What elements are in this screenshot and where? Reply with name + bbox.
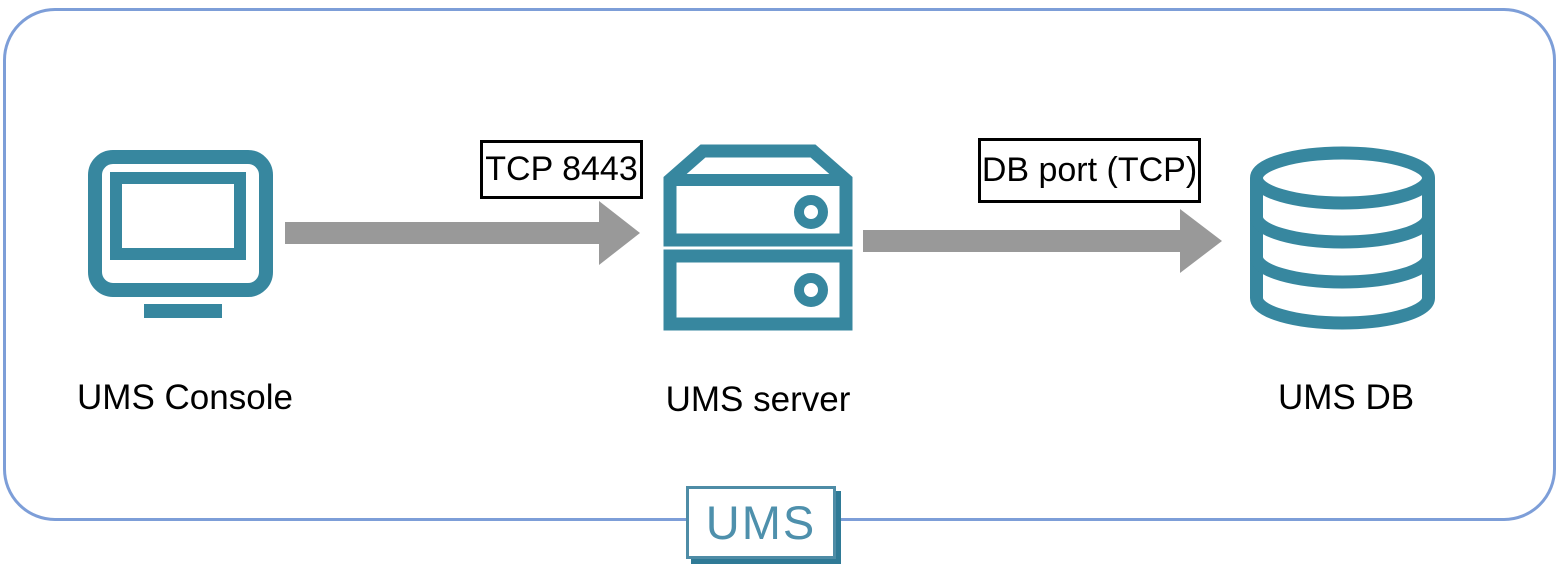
arrow-right-icon [285,200,641,266]
node-label-ums-server: UMS server [665,380,851,419]
monitor-icon [88,150,273,318]
server-icon [663,142,853,332]
arrow-right-icon [863,209,1223,273]
connection-label-tcp-8443: TCP 8443 [480,140,643,199]
connection-label-db-port: DB port (TCP) [978,138,1201,203]
node-label-ums-console: UMS Console [77,378,293,417]
database-icon [1250,145,1435,330]
ums-badge-label: UMS [705,496,817,549]
node-label-ums-db: UMS DB [1277,378,1415,417]
ums-badge: UMS [686,486,836,559]
